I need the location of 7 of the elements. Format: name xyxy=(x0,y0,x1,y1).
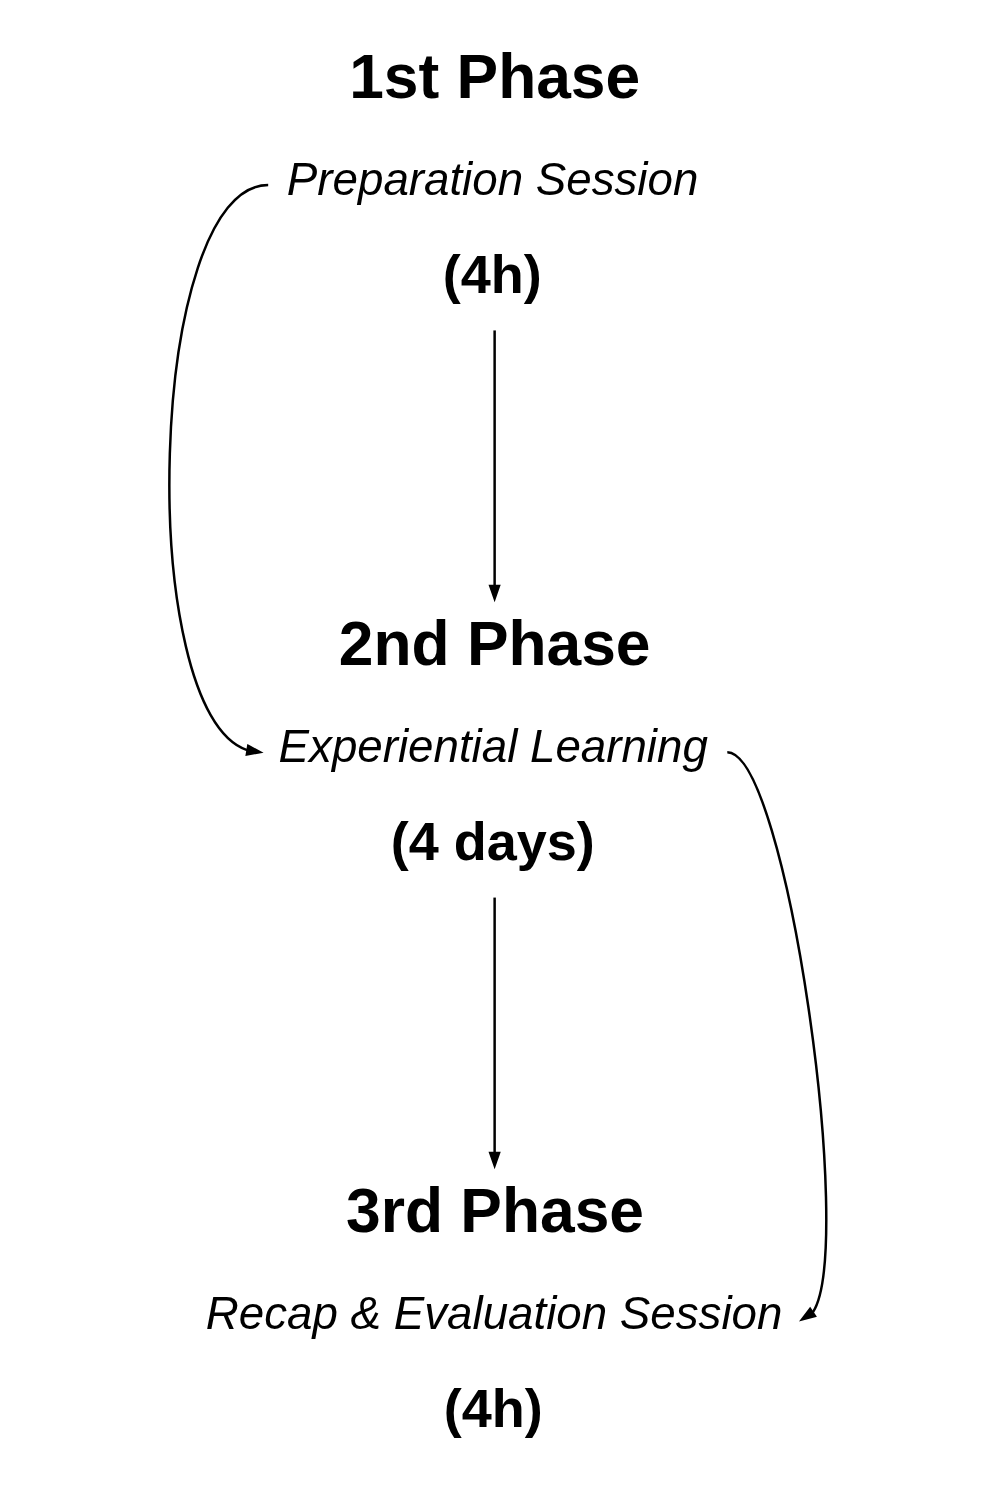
node-text: 1st Phase Preparation Session (4h) xyxy=(286,41,698,304)
arrow xyxy=(488,330,501,603)
arrow xyxy=(488,897,501,1170)
node-text: 2nd Phase Experiential Learning (4 days) xyxy=(278,608,708,871)
node-text: 3rd Phase Recap & Evaluation Session (4h) xyxy=(205,1176,782,1438)
arrow xyxy=(168,183,269,756)
arrow xyxy=(726,751,827,1322)
